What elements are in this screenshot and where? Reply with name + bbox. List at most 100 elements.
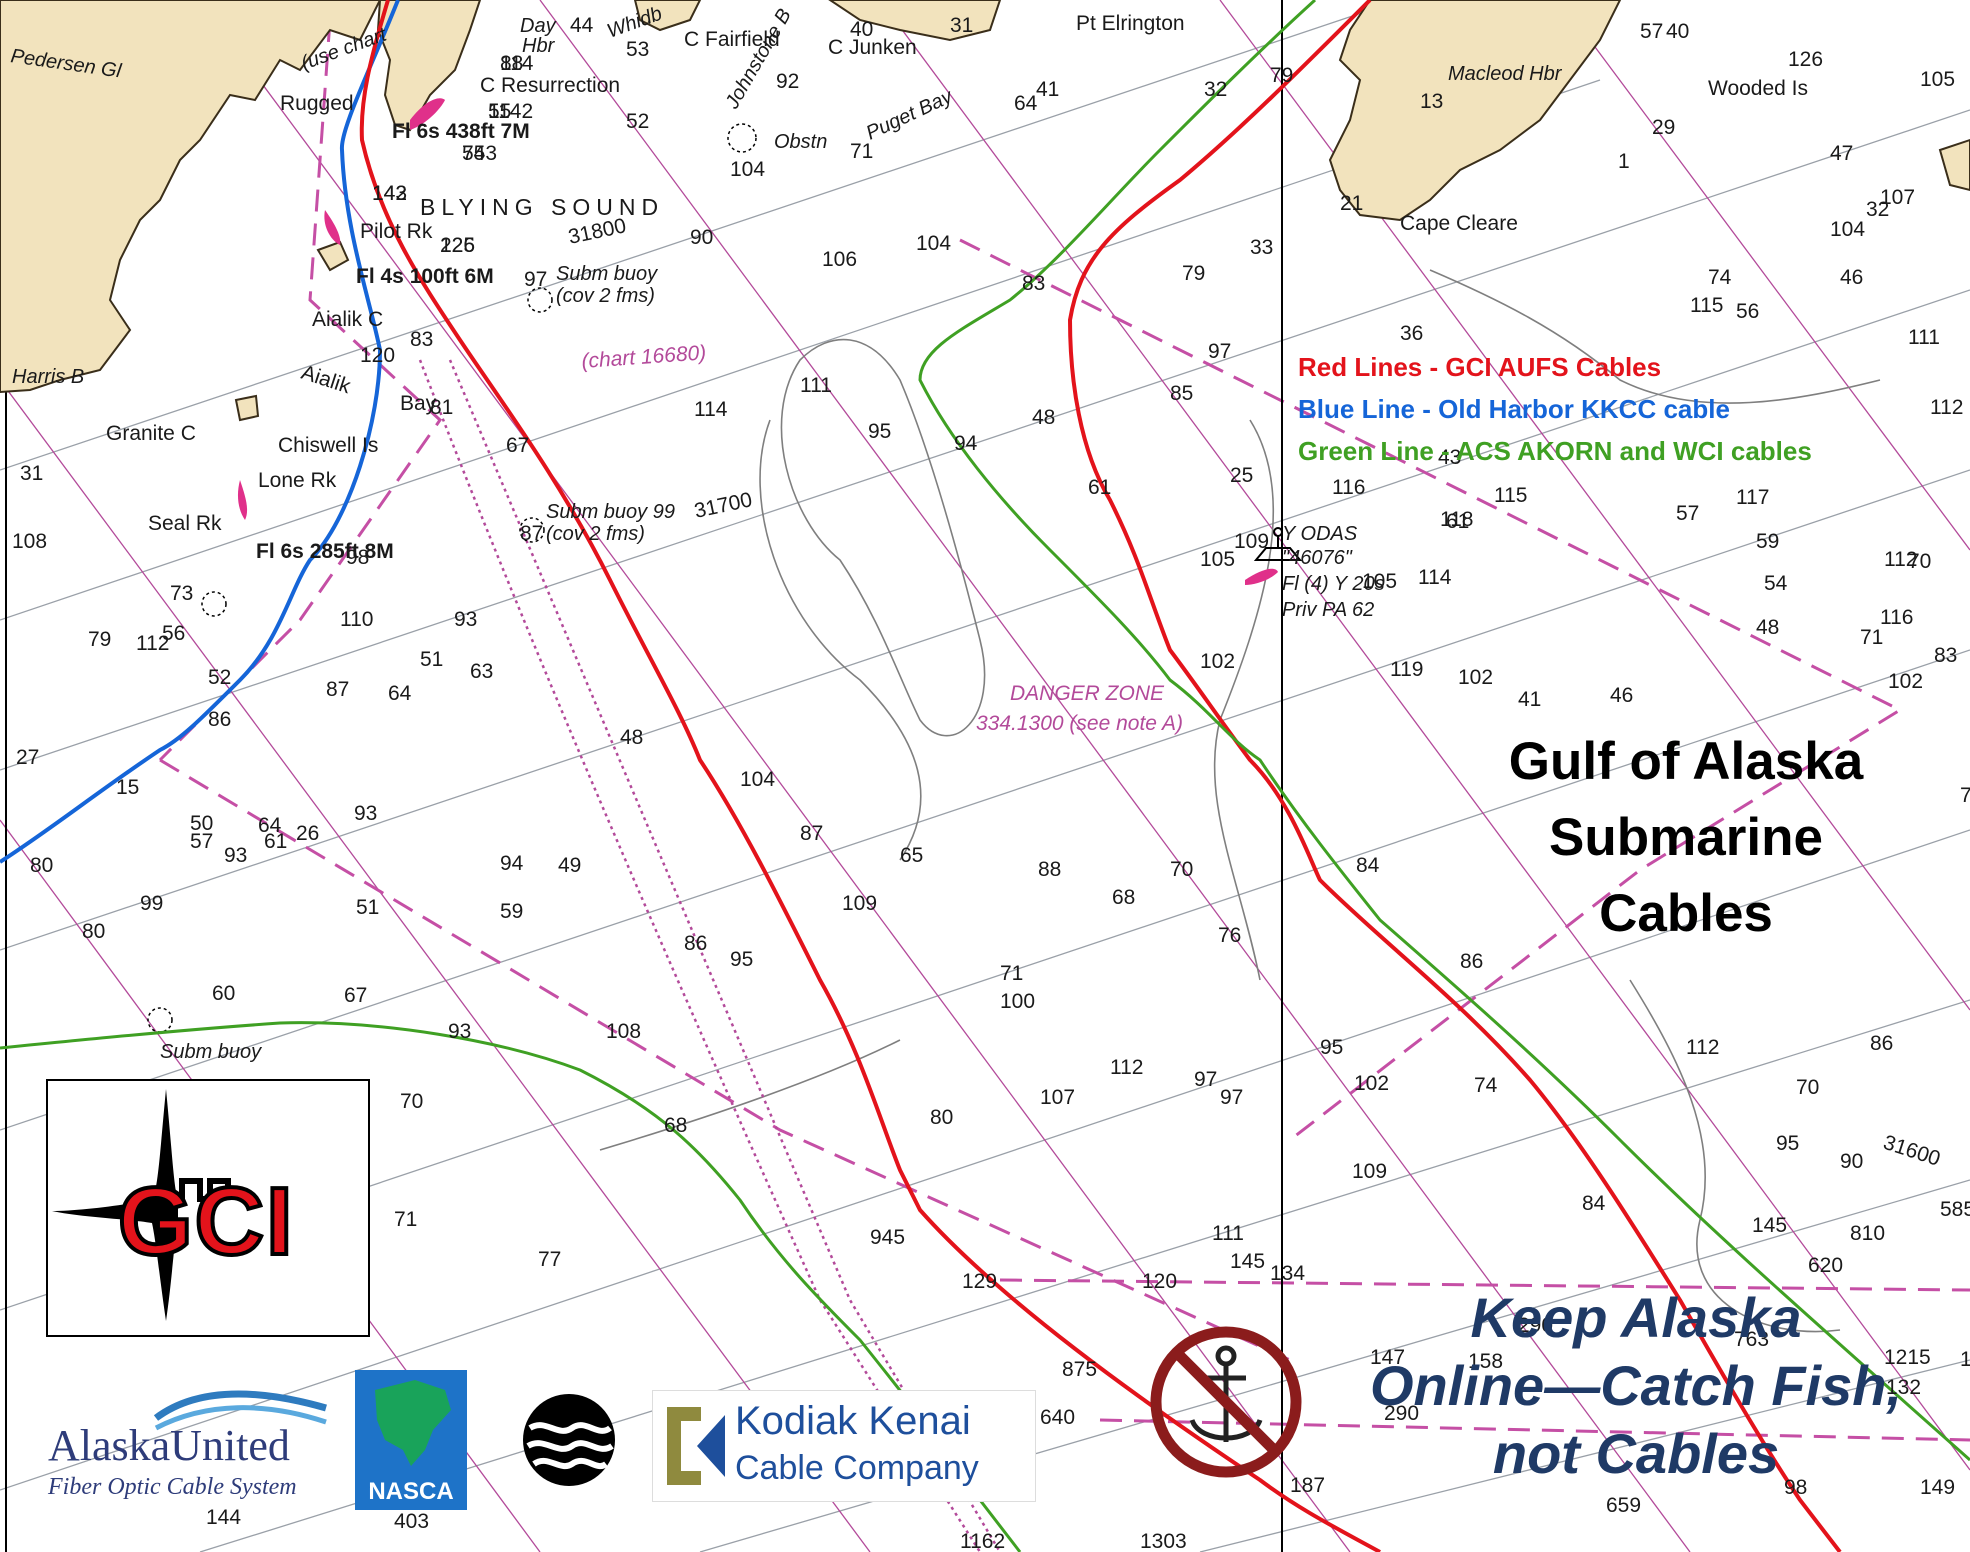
subm-buoy-symbols bbox=[147, 123, 757, 1033]
wave-icon bbox=[153, 1390, 327, 1431]
sounding-value: 109 bbox=[1352, 1160, 1387, 1183]
chart-text-labels: BLYING SOUND Aialik Bay Cape Cleare Macl… bbox=[9, 3, 1943, 1171]
subm-buoy2b-label: (cov 2 fms) bbox=[546, 523, 645, 545]
odas-buoy-symbol bbox=[1253, 527, 1303, 561]
sounding-value: 61 bbox=[1088, 476, 1111, 499]
nasca-label: NASCA bbox=[368, 1478, 454, 1505]
kkcc-name-line-2: Cable Company bbox=[735, 1449, 979, 1487]
depth-31600-label: 31600 bbox=[1880, 1131, 1943, 1171]
cable-legend: Red Lines - GCI AUFS Cables Blue Line - … bbox=[1298, 346, 1812, 472]
sounding-value: 53 bbox=[626, 38, 649, 61]
blue-kkcc-cable bbox=[0, 0, 400, 864]
sounding-value: 115 bbox=[1494, 484, 1527, 507]
sounding-value: 109 bbox=[1234, 530, 1269, 553]
pilot-rk-label: Pilot Rk bbox=[360, 220, 433, 243]
macleod-hbr-label: Macleod Hbr bbox=[1448, 63, 1563, 85]
sounding-value: 49 bbox=[558, 854, 581, 877]
sounding-value: 71 bbox=[394, 1208, 417, 1231]
sounding-value: 98 bbox=[346, 546, 369, 569]
sounding-value: 80 bbox=[82, 920, 105, 943]
sounding-value: 51 bbox=[420, 648, 443, 671]
whidbey-land bbox=[633, 0, 702, 32]
slogan-text: Keep Alaska Online—Catch Fish, not Cable… bbox=[1316, 1284, 1956, 1488]
sounding-value: 95 bbox=[868, 420, 891, 443]
sounding-value: 52 bbox=[208, 666, 231, 689]
alaska-united-name: AlaskaUnited bbox=[48, 1421, 290, 1470]
slogan-line-2: Online—Catch Fish, bbox=[1369, 1354, 1903, 1417]
sounding-value: 1215 bbox=[1884, 1346, 1931, 1369]
sounding-value: 54 bbox=[462, 142, 486, 165]
sounding-value: 40 bbox=[850, 18, 873, 41]
sounding-value: 70 bbox=[1796, 1076, 1819, 1099]
sounding-value: 147 bbox=[1370, 1346, 1405, 1369]
sounding-value: 63 bbox=[470, 660, 493, 683]
sounding-value: 115 bbox=[1690, 294, 1723, 317]
sounding-value: 86 bbox=[208, 708, 231, 731]
rugged-label: Rugged bbox=[280, 92, 354, 115]
sounding-value: 1142 bbox=[488, 100, 533, 123]
sounding-value: 149 bbox=[1920, 1476, 1955, 1499]
sounding-value: 111 bbox=[1212, 1222, 1244, 1245]
sounding-value: 88 bbox=[1038, 858, 1061, 881]
sounding-value: 119 bbox=[1390, 658, 1423, 681]
odas-label-2: "46076" bbox=[1282, 547, 1353, 569]
sounding-value: 95 bbox=[730, 948, 753, 971]
legend-red-gci-aufs: Red Lines - GCI AUFS Cables bbox=[1298, 352, 1662, 382]
pt-elrington-label: Pt Elrington bbox=[1076, 12, 1185, 35]
sounding-value: 114 bbox=[500, 52, 534, 75]
sounding-value: 40 bbox=[1666, 20, 1689, 43]
small-island-1 bbox=[316, 240, 350, 272]
sounding-value: 93 bbox=[224, 844, 247, 867]
sounding-value: 57 bbox=[1676, 502, 1699, 525]
sounding-value: 1 bbox=[1618, 150, 1630, 173]
sounding-value: 97 bbox=[524, 268, 547, 291]
sounding-value: 67 bbox=[344, 984, 367, 1007]
sounding-value: 112 bbox=[1686, 1036, 1719, 1059]
sounding-value: 54 bbox=[1764, 572, 1788, 595]
sounding-value: 48 bbox=[620, 726, 643, 749]
kkcc-bracket-icon bbox=[667, 1407, 725, 1485]
sounding-value: 120 bbox=[360, 344, 395, 367]
chiswell-label: Chiswell Is bbox=[278, 434, 378, 457]
slogan-line-3: not Cables bbox=[1492, 1422, 1780, 1485]
sounding-value: 87 bbox=[520, 522, 543, 545]
sounding-value: 134 bbox=[1270, 1262, 1305, 1285]
kenai-coast-land bbox=[0, 0, 382, 394]
sounding-value: 84 bbox=[1356, 854, 1380, 877]
sounding-value: 105 bbox=[1200, 548, 1235, 571]
sounding-value: 112 bbox=[1884, 548, 1917, 571]
johnstone-b-label: Johnstone B bbox=[721, 5, 796, 113]
sounding-value: 93 bbox=[448, 1020, 471, 1043]
sounding-value: 810 bbox=[1850, 1222, 1885, 1245]
sounding-value: 25 bbox=[1230, 464, 1253, 487]
light-markers bbox=[237, 98, 1278, 585]
sounding-value: 79 bbox=[88, 628, 111, 651]
sounding-value: 27 bbox=[16, 746, 39, 769]
subm-buoy1b-label: (cov 2 fms) bbox=[556, 285, 655, 307]
sounding-value: 145 bbox=[1230, 1250, 1265, 1273]
sounding-value: 763 bbox=[1734, 1328, 1769, 1351]
sounding-value: 52 bbox=[626, 110, 649, 133]
sounding-value: 403 bbox=[394, 1510, 429, 1533]
sounding-value: 107 bbox=[1040, 1086, 1075, 1109]
sounding-value: 640 bbox=[1040, 1406, 1075, 1429]
depth-soundings: 1141431255554525344924071104316441793257… bbox=[12, 14, 1970, 1552]
sounding-value: 129 bbox=[962, 1270, 997, 1293]
sounding-value: 32 bbox=[1866, 198, 1889, 221]
sounding-value: 70 bbox=[1170, 858, 1193, 881]
sounding-value: 93 bbox=[354, 802, 377, 825]
sounding-value: 585 bbox=[1940, 1198, 1970, 1221]
slogan-line-1: Keep Alaska bbox=[1470, 1286, 1802, 1349]
sounding-value: 104 bbox=[916, 232, 951, 255]
sounding-value: 126 bbox=[1788, 48, 1823, 71]
c-junken-label: C Junken bbox=[828, 36, 917, 59]
sounding-value: 46 bbox=[1610, 684, 1633, 707]
sounding-value: 102 bbox=[1200, 650, 1235, 673]
sounding-value: 105 bbox=[1362, 570, 1397, 593]
alaska-united-logo: AlaskaUnited Fiber Optic Cable System bbox=[36, 1378, 336, 1510]
sounding-value: 76 bbox=[1960, 784, 1970, 807]
subm-buoy1-label: Subm buoy bbox=[556, 263, 658, 285]
sounding-value: 120 bbox=[1142, 1270, 1177, 1293]
sounding-value: 61 bbox=[264, 830, 287, 853]
